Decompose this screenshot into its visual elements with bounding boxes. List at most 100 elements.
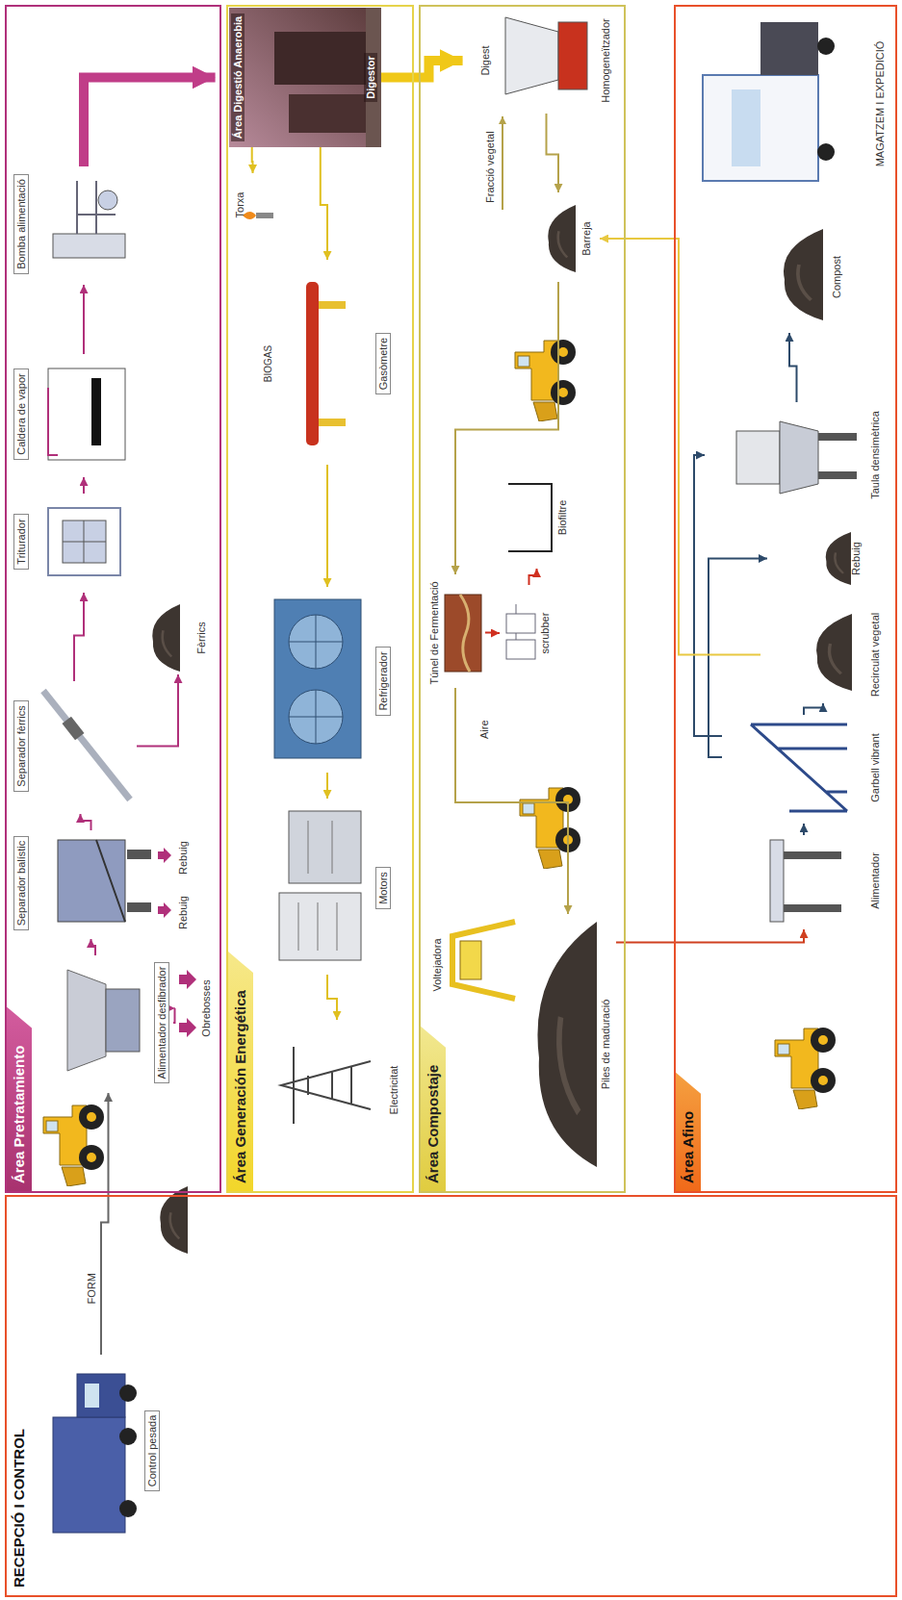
flow-arrow [251,147,255,174]
shredder [62,520,106,564]
process-box: Bomba alimentació [11,166,156,283]
flow-arrow [546,113,560,193]
process-box: Garbell vibrant [721,715,886,822]
biofilter-bed [508,484,552,552]
equipment-label: Fèrrics [194,621,208,655]
homogenizer [505,17,588,95]
fermentation-tunnel [444,594,482,672]
loader [515,339,576,422]
digester-photo [229,7,382,148]
process-box: Obrebosses [176,955,217,1062]
windrow-turner [452,922,516,1000]
process-box: Alimentador [721,835,886,928]
fermentation-tunnel [444,594,482,672]
vegetal-fraction-input [501,116,504,210]
steam-boiler [48,368,126,461]
digester-box: Área Digestió AnaerobiaDigestor [229,7,382,148]
engines [279,811,361,961]
feeder [783,904,842,913]
process-box: Separador fèrrics [11,681,137,812]
bag-opener-output [179,1018,197,1038]
truck [52,1417,126,1534]
process-box: Electricitat [269,1023,405,1159]
ballistic-separator [127,902,152,913]
warehouse-truck [702,22,835,181]
pile-box: Recirculat vegetal [760,609,886,701]
flow-arrow [694,455,722,737]
pile-box: Barreja [519,195,597,283]
flow-arrow [326,464,329,588]
equipment-label: Separador fèrrics [13,700,29,792]
process-box: scrubber [502,585,556,682]
equipment-label: Electricitat [386,1066,401,1116]
ballistic-separator [96,840,126,923]
fermentation-tunnel [460,594,470,672]
vegetal-fraction-input [502,116,504,210]
loader [519,787,581,870]
output-label: Rebuig [177,839,190,877]
scrubber-unit [506,604,536,660]
area-title: Área Compostaje [420,1027,446,1192]
flow-arrow [82,477,85,494]
equipment-label: Piles de maduració [598,1000,613,1091]
compost-pile [783,229,824,321]
magnetic-conveyor [43,691,130,800]
reject-output [157,902,172,919]
equipment-label: Digestor [363,52,378,103]
flow-arrow [708,559,768,759]
steam-boiler [91,378,102,446]
equipment-label: Recirculat vegetal [868,613,882,697]
flow-arrow [91,939,97,956]
digester-photo [229,7,382,148]
flow-arrow [83,77,216,168]
equipment-label: Barreja [579,221,593,256]
warehouse-truck [731,89,761,167]
truck [84,1384,100,1409]
equipment-label: Gasòmetre [375,333,391,395]
equipment-label: BIOGAS [261,345,276,383]
bag-opener-output [179,970,197,990]
pile-box: Rebuig [770,522,867,595]
equipment-label: Garbell vibrant [868,733,882,803]
process-box: Biofiltre [500,469,573,567]
equipment-label: Separador balístic [13,836,29,932]
scrubber-unit [506,640,536,660]
process-box: Caldera de vapor [11,354,156,475]
process-box: BIOGAS Gasòmetre [259,262,395,465]
equipment-label: Biofiltre [555,500,569,537]
power-tower [281,1047,371,1125]
composting-area: Área CompostajeDigestHomogeneïtzadorBarr… [418,4,626,1194]
feeder [783,851,842,860]
flow-arrow [802,824,805,836]
engines [298,821,337,952]
feed-pump [52,233,126,258]
vibrating-screen [750,724,848,812]
equipment-label: Compost [829,256,844,299]
feeder [770,840,842,923]
warehouse-truck [817,143,835,161]
feed-pump [98,190,118,210]
equipment-label: Caldera de vapor [13,368,29,460]
energy-area: Área Generación EnergéticaÁrea Digestió … [226,4,414,1194]
pile-box: Compost [731,224,848,331]
vibrating-screen [750,724,848,812]
pile-box: Piles de maduració [519,917,617,1173]
scrubber-unit [515,604,517,641]
digester-photo [288,94,366,133]
flow-arrow [455,282,559,575]
equipment-label: Torxa [232,192,247,219]
equipment-label: Triturador [13,514,29,569]
area-title: Área Pretratamiento [6,1007,32,1192]
process-box: Triturador [11,493,156,591]
warehouse-truck [760,22,819,76]
equipment-label: Motors [375,867,391,910]
shredder [48,508,121,576]
flow-arrow [381,60,464,78]
process-box: Taula densimètrica [707,402,886,509]
area-title: Área Afino [675,1073,701,1192]
equipment-label: Bomba alimentació [13,174,29,275]
shredder [48,508,121,576]
densimetric-table [818,471,857,480]
cooler [274,599,361,759]
